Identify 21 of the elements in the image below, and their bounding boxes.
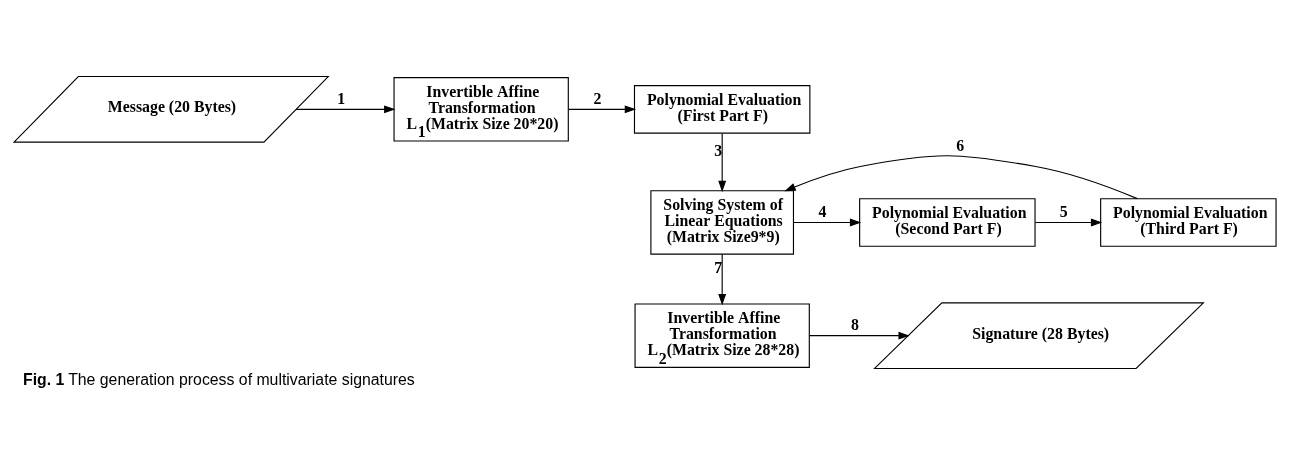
node-box: Polynomial Evaluation (First Part F)	[633, 85, 811, 134]
arrow	[295, 105, 396, 114]
edge-label: 7	[714, 259, 723, 277]
node-box: Polynomial Evaluation (Second Part F)	[859, 198, 1036, 247]
arrow	[784, 155, 1138, 200]
edge-label: 5	[1059, 203, 1068, 221]
edge-label: 2	[593, 89, 602, 107]
arrow	[718, 253, 727, 306]
edge-label: 4	[818, 203, 827, 221]
node-box: Polynomial Evaluation (Third Part F)	[1100, 198, 1277, 247]
edge-label: 8	[851, 316, 860, 334]
caption: Fig. 1 The generation process of multivariate signatures	[23, 370, 415, 388]
arrow	[718, 132, 727, 193]
arrow	[1034, 218, 1103, 227]
edge-label: 1	[337, 89, 346, 107]
edge-label: 3	[714, 142, 723, 160]
arrow	[568, 105, 637, 114]
node-box: Solving System of Linear Equations (Matrix Size9*9)	[650, 190, 795, 255]
edge-label: 6	[956, 136, 965, 154]
arrow	[793, 218, 862, 227]
arrow	[808, 331, 910, 340]
